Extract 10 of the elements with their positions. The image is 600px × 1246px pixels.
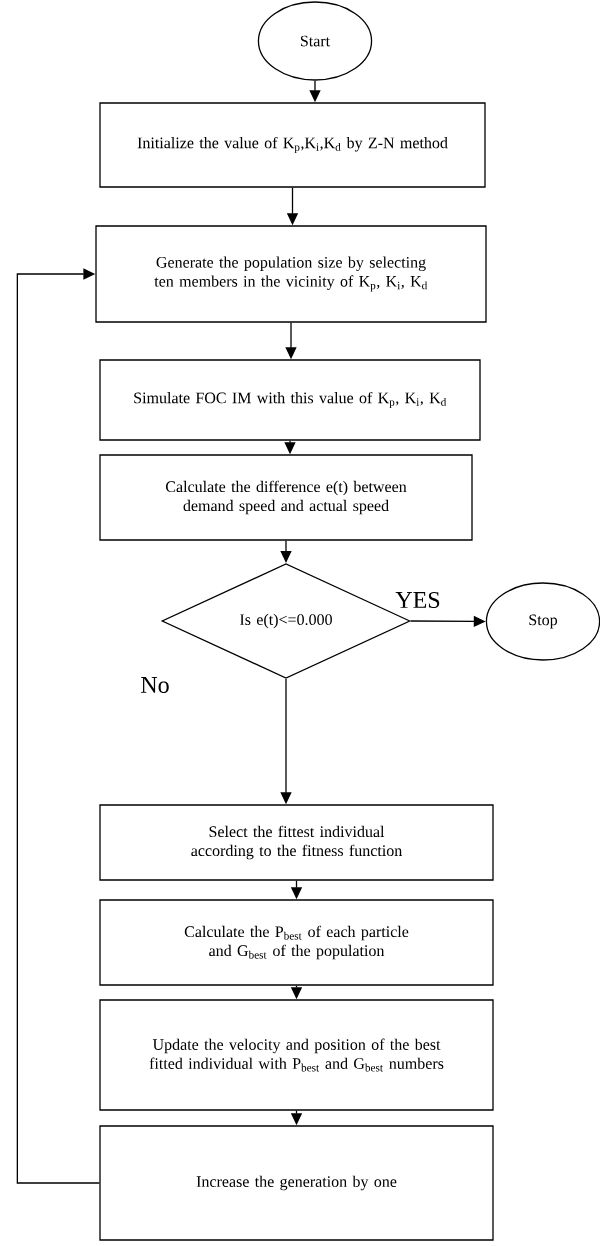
process-box: Initialize the value of K$_{p}$,K$_{i}$,K$_{d}$ by Z-N method — [99, 102, 486, 188]
edge-label: No — [139, 676, 171, 694]
process-box: Calculate the P$_{best}$ of each particle and G$_{best}$ of the population — [99, 899, 494, 986]
process-box: Simulate FOC IM with this value of K$_{p}$, K$_{i}$, K$_{d}$ — [99, 359, 481, 441]
process-box: Generate the population size by selecting ten members in the vicinity of K$_{p}$, K$_{i}$, K$_{d}$ — [95, 225, 487, 323]
process-box: Calculate the difference e(t) between demand speed and actual speed — [99, 454, 473, 541]
process-box: Select the fittest individual according to the fitness function — [99, 804, 494, 881]
process-box: Increase the generation by one — [99, 1125, 494, 1241]
process-box: Update the velocity and position of the best fitted individual with P$_{best}$ and G$_{best}$ numbers — [99, 999, 494, 1111]
arrow — [16, 268, 100, 1184]
